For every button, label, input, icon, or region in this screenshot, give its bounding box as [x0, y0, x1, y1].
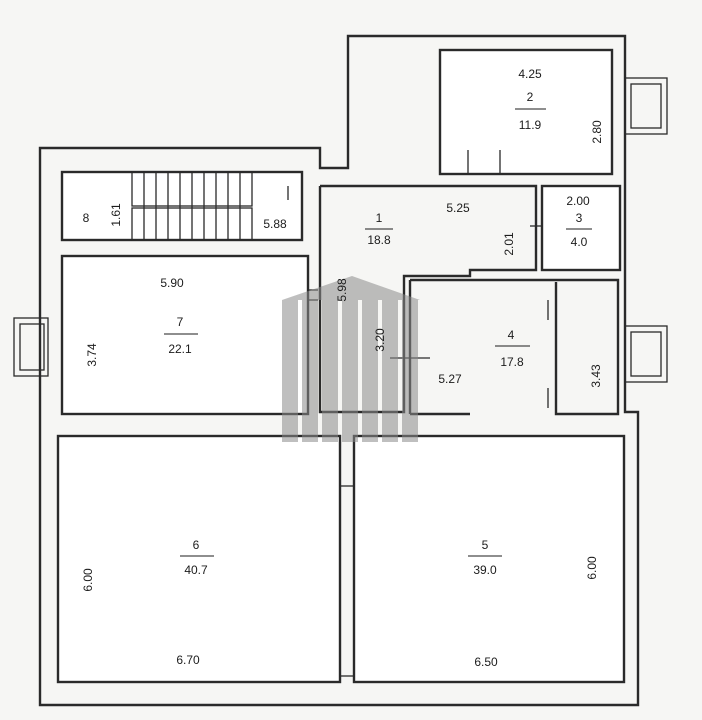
room-3-area: 4.0 — [571, 235, 588, 249]
room-4-number: 4 — [508, 328, 515, 342]
staircase — [131, 171, 289, 241]
room-5-number: 5 — [482, 538, 489, 552]
room-2-top-dim: 4.25 — [518, 67, 542, 81]
room-8-length-dim: 5.88 — [263, 217, 287, 231]
outer-wall — [38, 34, 640, 707]
room-5-side-dim: 6.00 — [585, 556, 599, 580]
room-7-side-dim: 3.74 — [85, 343, 99, 367]
room-4-area: 17.8 — [500, 355, 524, 369]
room-6-side-dim: 6.00 — [81, 568, 95, 592]
room-6-number: 6 — [193, 538, 200, 552]
room-8-side-dim: 1.61 — [109, 203, 123, 227]
corridor-dim: 5.98 — [335, 278, 349, 302]
room-3-top-dim: 2.00 — [566, 194, 590, 208]
room-4-outline — [410, 278, 620, 416]
room-5-bottom-dim: 6.50 — [474, 655, 498, 669]
room-6-area: 40.7 — [184, 563, 208, 577]
room-7-area: 22.1 — [168, 342, 192, 356]
room-2-side-dim: 2.80 — [590, 120, 604, 144]
room-2-area: 11.9 — [519, 118, 542, 132]
room-3-outline — [540, 184, 622, 272]
room-1-area: 18.8 — [367, 233, 391, 247]
balcony-left — [13, 317, 49, 377]
room-5-outline — [352, 434, 626, 684]
room-5-area: 39.0 — [473, 563, 497, 577]
partition-column — [339, 485, 355, 677]
room-2-outline — [438, 48, 614, 176]
room-2-number: 2 — [527, 90, 534, 104]
room-6-outline — [56, 434, 342, 684]
room-8-number: 8 — [83, 211, 90, 225]
room-1-number: 1 — [376, 211, 383, 225]
room-4-side-dim: 3.43 — [589, 364, 603, 388]
watermark-logo — [282, 276, 420, 442]
balcony-right-top — [624, 77, 668, 135]
room-7-top-dim: 5.90 — [160, 276, 184, 290]
room-4-left-dim: 3.20 — [373, 328, 387, 352]
room-6-bottom-dim: 6.70 — [176, 653, 200, 667]
room-7-outline — [60, 254, 310, 416]
room-1-side-dim: 2.01 — [502, 232, 516, 256]
room-1-top-dim: 5.25 — [446, 201, 470, 215]
room-7-number: 7 — [177, 315, 184, 329]
room-3-number: 3 — [576, 211, 583, 225]
room-4-width-dim: 5.27 — [438, 372, 462, 386]
balcony-right-mid — [624, 325, 668, 383]
